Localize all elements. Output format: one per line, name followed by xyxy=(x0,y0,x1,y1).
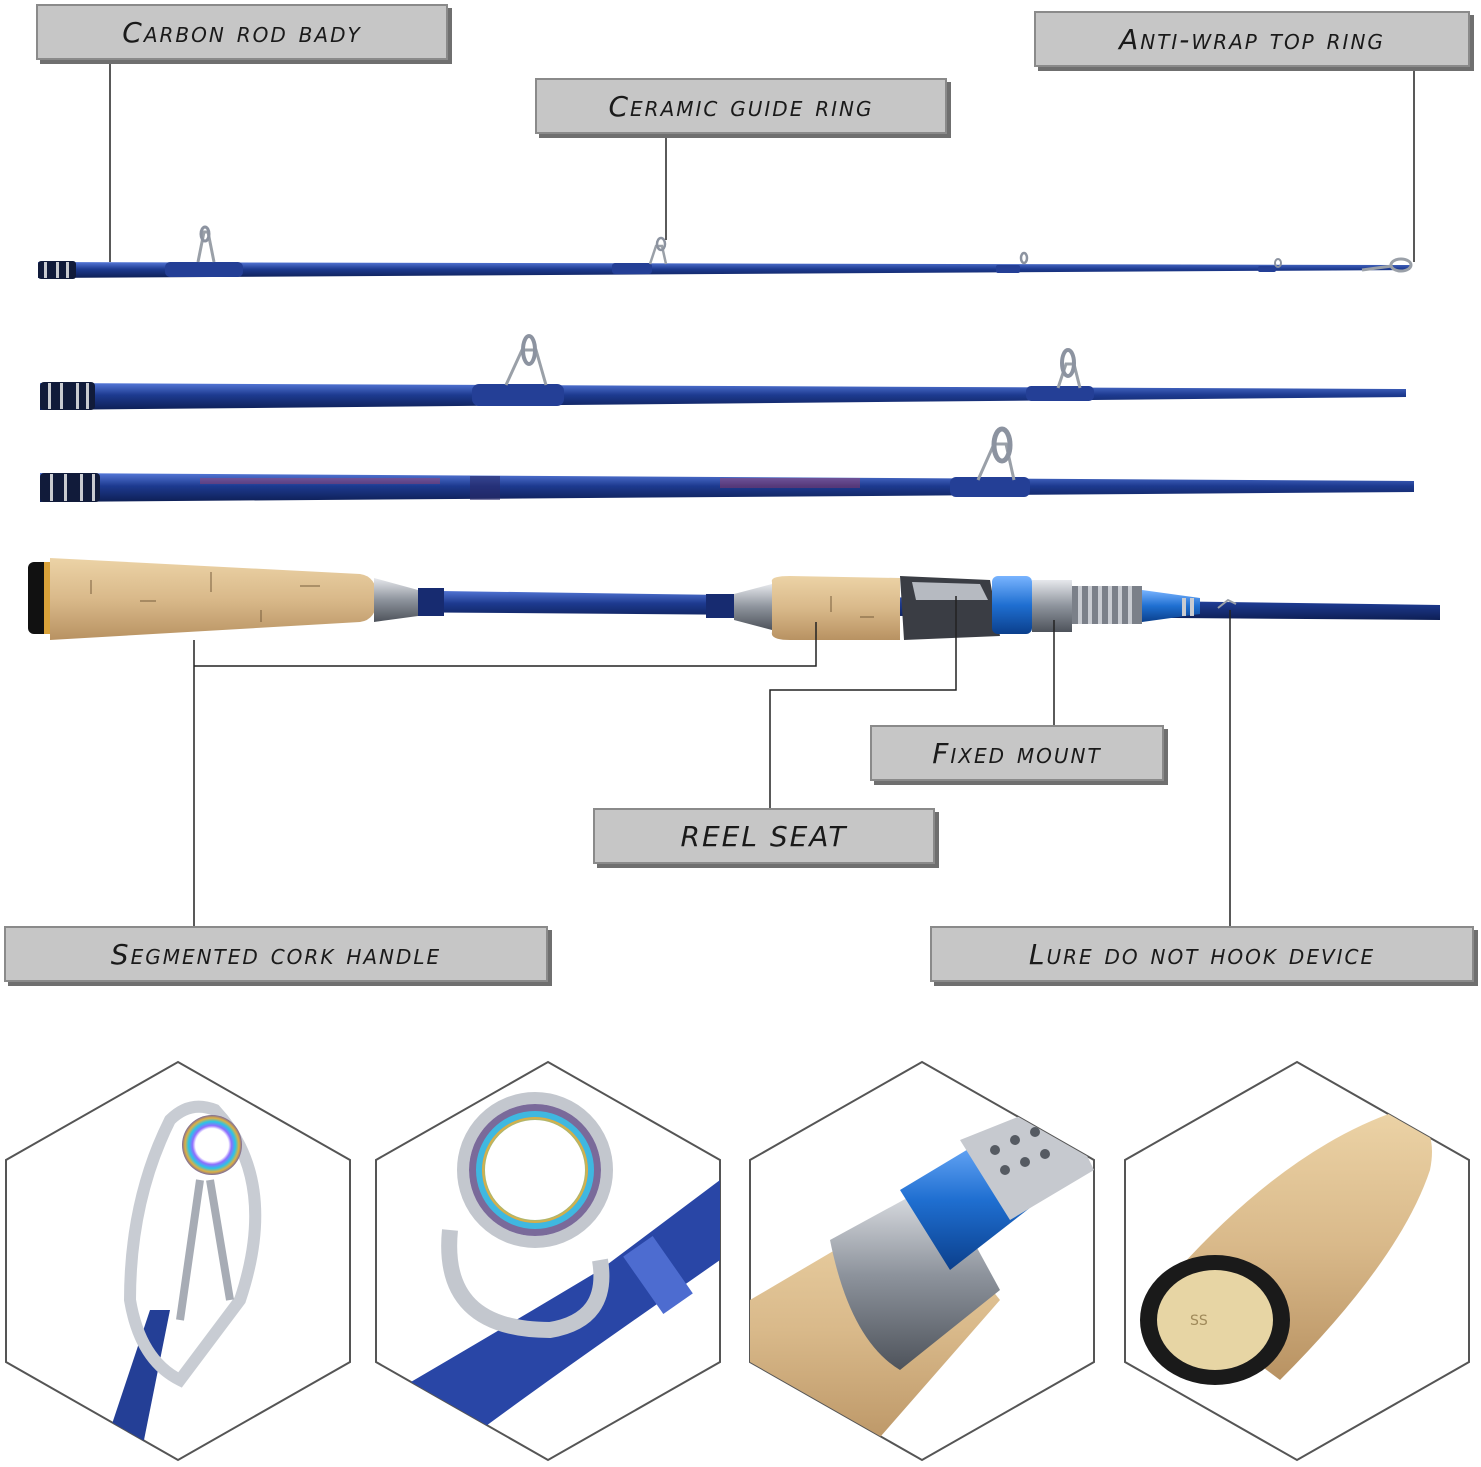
leader-lines xyxy=(109,57,1415,926)
label-carbon-rod-body: Carbon rod bady xyxy=(36,4,448,60)
rod-section-mid-upper xyxy=(40,334,1406,410)
label-lure-do-not-hook-device: Lure do not hook device xyxy=(930,926,1474,982)
detail-top-guide xyxy=(5,1060,351,1462)
label-segmented-cork-handle: Segmented cork handle xyxy=(4,926,548,982)
label-reel-seat: reel seat xyxy=(593,808,935,864)
label-fixed-mount: Fixed mount xyxy=(870,725,1164,781)
rod-section-butt xyxy=(28,558,1440,640)
svg-text:SS: SS xyxy=(1190,1313,1208,1329)
detail-ceramic-guide xyxy=(375,1060,721,1462)
detail-reel-seat xyxy=(749,1060,1095,1462)
rod-section-tip xyxy=(38,225,1413,279)
rod-section-mid-lower xyxy=(40,426,1414,502)
label-ceramic-guide-ring: Ceramic guide ring xyxy=(535,78,947,134)
label-anti-wrap-top-ring: Anti-wrap top ring xyxy=(1034,11,1470,67)
detail-cork-butt: SS xyxy=(1124,1060,1470,1462)
